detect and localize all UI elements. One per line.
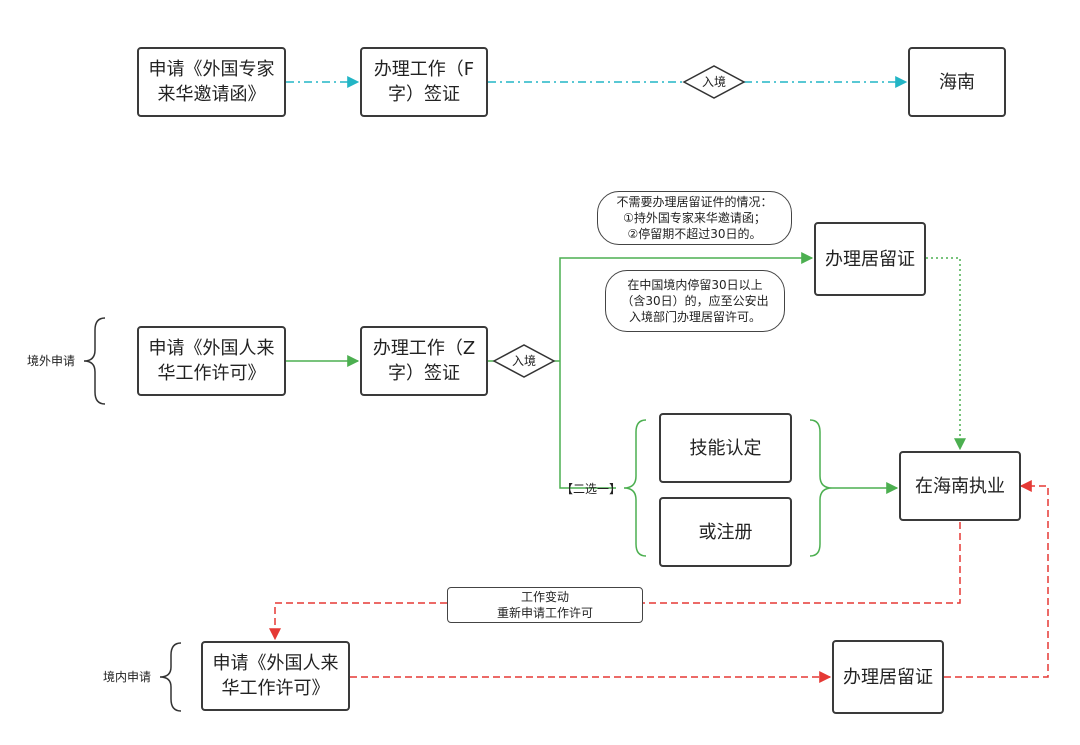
edge-r3-residence-practice [944, 480, 1049, 678]
apply-work-permit-domestic-box: 申请《外国人来 华工作许可》 [201, 641, 350, 711]
entry-label-1: 入境 [701, 75, 726, 89]
edge-practice-change [643, 522, 961, 604]
residence-permit-box-2: 办理居留证 [832, 640, 944, 714]
no-residence-note: 不需要办理居留证件的情况： ①持外国专家来华邀请函； ②停留期不超过30日的。 [597, 191, 792, 245]
apply-work-permit-box: 申请《外国人来 华工作许可》 [137, 326, 286, 396]
residence-permit-box-1: 办理居留证 [814, 222, 926, 296]
domestic-application-label: 境内申请 [103, 670, 152, 684]
apply-expert-invitation-box: 申请《外国专家 来华邀请函》 [137, 47, 286, 117]
z-visa-box: 办理工作（Z 字）签证 [360, 326, 488, 396]
hainan-box: 海南 [908, 47, 1006, 117]
brace-domestic [159, 642, 182, 712]
overseas-application-label: 境外申请 [27, 354, 76, 368]
f-visa-box: 办理工作（F 字）签证 [360, 47, 488, 117]
edge-r2-to-choice [559, 361, 616, 489]
diamond-entry-2 [492, 344, 556, 378]
diamond-entry-1 [682, 65, 746, 99]
choose-one-label: 【二选一】 [561, 482, 622, 496]
brace-overseas [83, 317, 106, 405]
edge-r2-to-residence [559, 252, 814, 361]
skill-certification-box: 技能认定 [659, 413, 792, 483]
edge-change-apply [269, 602, 447, 641]
practice-in-hainan-box: 在海南执业 [899, 451, 1021, 521]
job-change-note: 工作变动 重新申请工作许可 [447, 587, 643, 623]
residence-requirement-note: 在中国境内停留30日以上 （含30日）的，应至公安出 入境部门办理居留许可。 [605, 270, 785, 332]
entry-label-2: 入境 [511, 354, 536, 368]
brace-choice-left [623, 419, 647, 557]
brace-choice-right [809, 419, 833, 557]
edge-r2-residence-practice [926, 257, 966, 451]
registration-box: 或注册 [659, 497, 792, 567]
